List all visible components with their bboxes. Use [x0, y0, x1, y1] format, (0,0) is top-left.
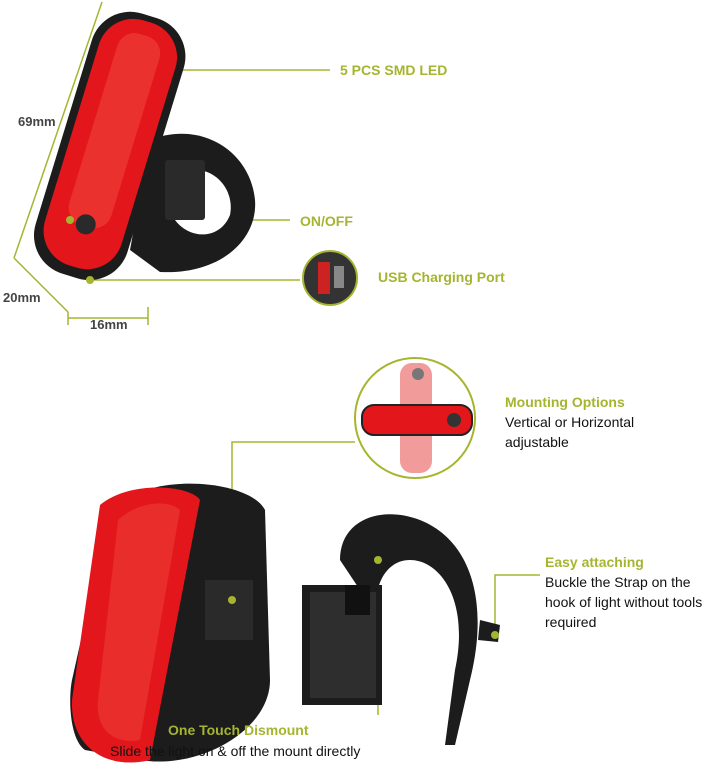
- mounting-desc-line: adjustable: [505, 434, 569, 450]
- bottom-mount: [302, 514, 500, 745]
- depth-dimension: 20mm: [3, 290, 41, 305]
- led-label: 5 PCS SMD LED: [340, 62, 448, 78]
- top-light: [33, 11, 186, 281]
- width-dimension: 16mm: [90, 317, 128, 332]
- power-button-icon: [75, 214, 96, 235]
- top-mount: [130, 133, 256, 273]
- mounting-desc: Vertical or Horizontal adjustable: [505, 412, 634, 452]
- dismount-title: One Touch Dismount: [168, 722, 309, 738]
- dismount-desc: Slide the light on & off the mount direc…: [110, 743, 361, 759]
- easy-desc-line: hook of light without tools: [545, 594, 703, 610]
- onoff-label: ON/OFF: [300, 213, 353, 229]
- easy-desc-line: Buckle the Strap on the: [545, 574, 691, 590]
- usb-label: USB Charging Port: [378, 269, 505, 285]
- easy-desc-line: required: [545, 614, 597, 630]
- length-dimension: 69mm: [18, 114, 56, 129]
- easy-title: Easy attaching: [545, 554, 644, 570]
- mounting-title: Mounting Options: [505, 394, 625, 410]
- bottom-light: [70, 483, 271, 763]
- mounting-desc-line: Vertical or Horizontal: [505, 414, 635, 430]
- easy-desc: Buckle the Strap on the hook of light wi…: [545, 572, 702, 632]
